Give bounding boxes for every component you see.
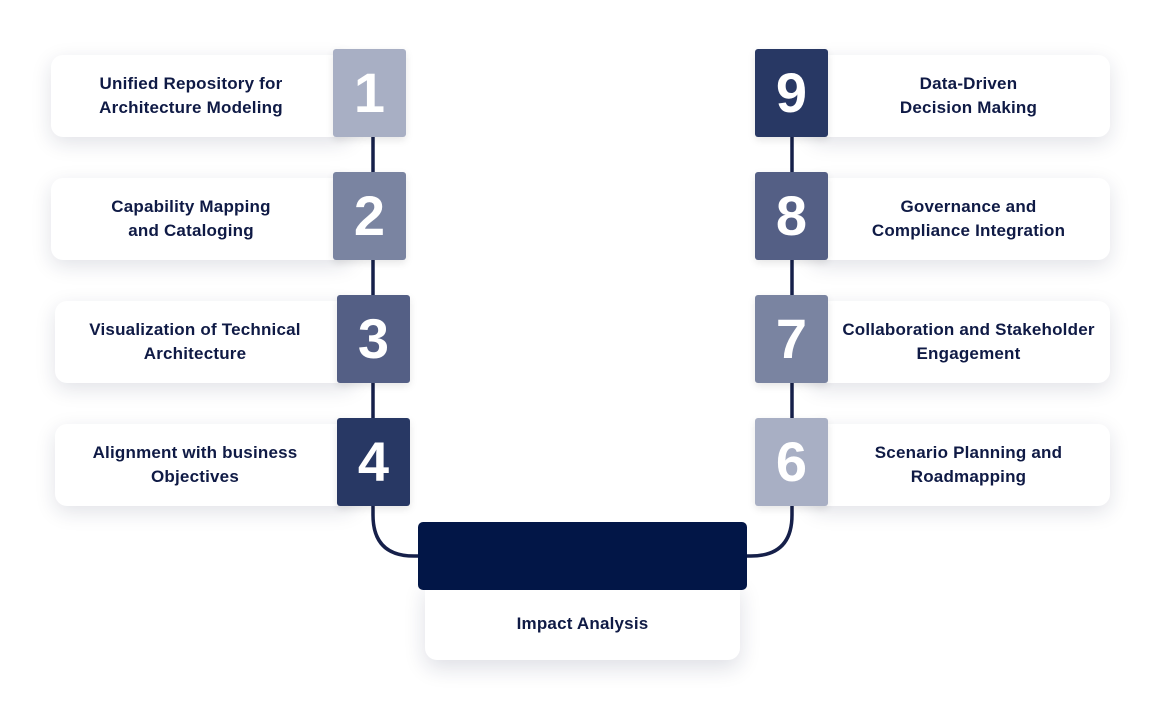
step-4-card: Alignment with business Objectives — [55, 424, 355, 506]
step-8-number-badge: 8 — [755, 172, 828, 260]
impact-analysis-label: Impact Analysis — [516, 614, 649, 633]
step-2-number-badge: 2 — [333, 172, 406, 260]
step-1-card: Unified Repository for Architecture Mode… — [51, 55, 351, 137]
step-8-card: Governance and Compliance Integration — [810, 178, 1110, 260]
step-3-label: Visualization of Technical Architecture — [89, 320, 301, 363]
step-7-number-badge: 7 — [755, 295, 828, 383]
impact-analysis-card: Impact Analysis — [425, 583, 740, 660]
step-3-number-badge: 3 — [337, 295, 410, 383]
step-1-number-badge: 1 — [333, 49, 406, 137]
step-3-card: Visualization of Technical Architecture — [55, 301, 355, 383]
step-2-label: Capability Mapping and Cataloging — [111, 197, 271, 240]
step-4-label: Alignment with business Objectives — [92, 443, 298, 486]
step-7-card: Collaboration and Stakeholder Engagement — [810, 301, 1110, 383]
step-6-number-badge: 6 — [755, 418, 828, 506]
step-9-card: Data-Driven Decision Making — [810, 55, 1110, 137]
step-7-label: Collaboration and Stakeholder Engagement — [842, 320, 1095, 363]
step-6-label: Scenario Planning and Roadmapping — [874, 443, 1063, 486]
step-2-card: Capability Mapping and Cataloging — [51, 178, 351, 260]
right-connector — [741, 92, 794, 558]
impact-analysis-header-bar — [418, 522, 747, 590]
step-6-card: Scenario Planning and Roadmapping — [810, 424, 1110, 506]
step-9-label: Data-Driven Decision Making — [899, 74, 1038, 117]
step-4-number-badge: 4 — [337, 418, 410, 506]
step-8-label: Governance and Compliance Integration — [871, 197, 1066, 240]
left-connector — [371, 92, 424, 558]
step-1-label: Unified Repository for Architecture Mode… — [99, 74, 283, 117]
step-9-number-badge: 9 — [755, 49, 828, 137]
